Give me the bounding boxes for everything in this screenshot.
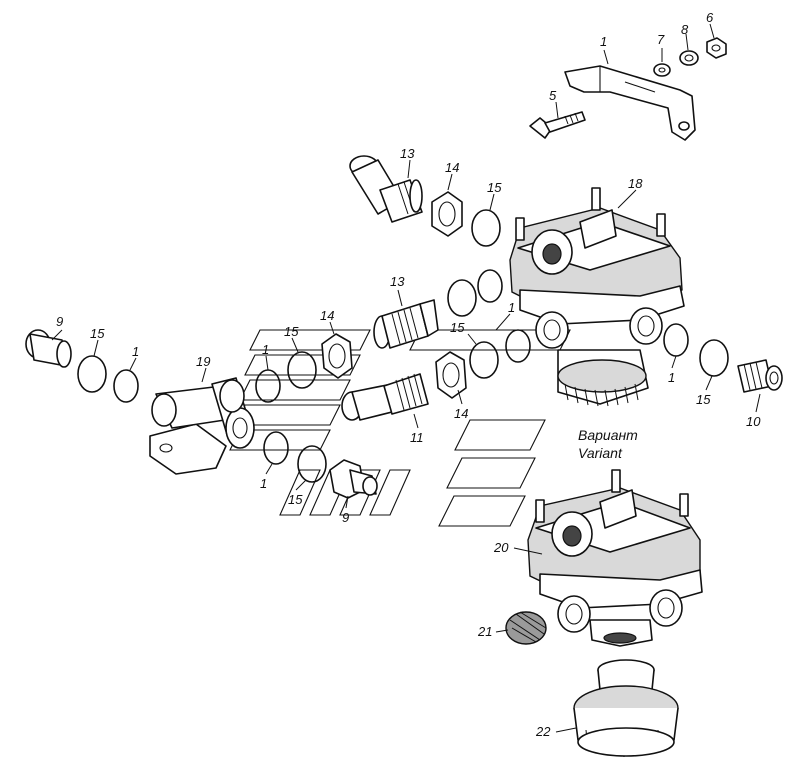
callout-14-middle: 14: [320, 308, 334, 323]
valve-assembly-variant: [527, 469, 703, 647]
callout-15-tee-lower: 15: [288, 492, 303, 507]
callout-11: 11: [410, 430, 424, 445]
callout-15-right: 15: [696, 392, 711, 407]
seal-washer-tee-upper: [287, 351, 317, 389]
lock-nut-middle: [321, 333, 353, 379]
callout-9-left: 9: [56, 314, 63, 329]
callout-15-upper: 15: [487, 180, 502, 195]
callout-1-right: 1: [668, 370, 675, 385]
bolt: [529, 111, 586, 139]
callout-22: 22: [535, 724, 551, 739]
callout-10: 10: [746, 414, 761, 429]
mounting-bracket: [564, 65, 696, 141]
angle-fitting-lower: [341, 373, 429, 421]
seal-ring-mid-b: [505, 329, 531, 363]
valve-assembly-main: [509, 187, 685, 407]
leader-lines: [51, 23, 761, 733]
callout-20: 20: [493, 540, 509, 555]
callout-6: 6: [706, 10, 714, 25]
seal-ring-tee-lower: [263, 431, 289, 465]
variant-label-en: Variant: [578, 445, 623, 461]
angle-fitting-upper: [349, 155, 423, 223]
plug-fitting-left: [25, 329, 72, 368]
callout-14-upper: 14: [445, 160, 459, 175]
callout-8: 8: [681, 22, 689, 37]
seal-ring-right: [663, 323, 689, 357]
nut-washer-set: [653, 37, 727, 77]
callout-19: 19: [196, 354, 210, 369]
callout-1-left: 1: [132, 344, 139, 359]
callout-2: 1: [600, 34, 607, 49]
callout-7: 7: [657, 32, 665, 47]
seal-washer-mid-b: [469, 341, 499, 379]
lock-nut-upper: [431, 191, 463, 237]
tee-fitting: [149, 377, 255, 475]
background-logo: [229, 329, 571, 527]
plug-fitting-right: [737, 359, 783, 393]
callout-1-tee-lower: 1: [260, 476, 267, 491]
variant-label-ru: Вариант: [578, 427, 638, 443]
callout-21: 21: [477, 624, 492, 639]
seal-washer-right: [699, 339, 729, 377]
callout-15-tee-upper: 15: [284, 324, 299, 339]
callout-13-middle: 13: [390, 274, 405, 289]
seal-washer-tee-lower: [297, 445, 327, 483]
seal-washer-upper: [471, 209, 501, 247]
callout-15-left: 15: [90, 326, 105, 341]
callout-5: 5: [549, 88, 557, 103]
straight-fitting-middle: [373, 299, 439, 349]
plug-fitting-bottom: [329, 459, 378, 499]
callout-1-tee-upper: 1: [262, 342, 269, 357]
filter-screen: [505, 611, 547, 645]
callout-1-middle: 1: [508, 300, 515, 315]
lock-nut-lower: [435, 351, 467, 399]
variant-label: Вариант Variant: [578, 427, 638, 461]
seal-ring-mid-a: [477, 269, 503, 303]
callout-13-upper: 13: [400, 146, 415, 161]
callout-9-bottom: 9: [342, 510, 349, 525]
callout-18: 18: [628, 176, 643, 191]
silencer: [573, 659, 679, 758]
seal-washer-mid-a: [447, 279, 477, 317]
seal-washer-left: [77, 355, 107, 393]
callout-14-lower: 14: [454, 406, 468, 421]
callout-labels: 1 5 6 7 8 13 14 15 18 13 14 15 1 9 15 1 …: [56, 10, 761, 739]
seal-ring-left: [113, 369, 139, 403]
callout-15-middle: 15: [450, 320, 465, 335]
